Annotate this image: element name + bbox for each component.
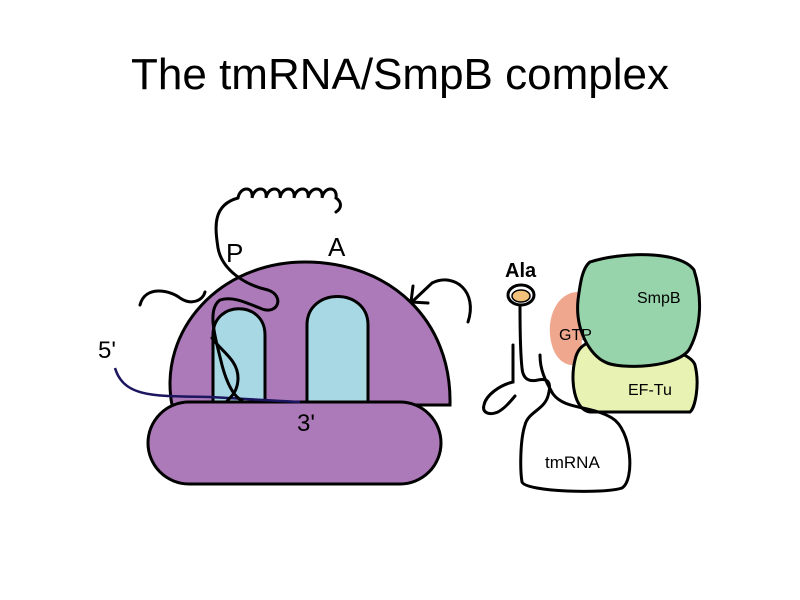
ribosome <box>113 260 452 486</box>
mrna-strand <box>113 367 301 404</box>
peptidyl-trna-strand <box>138 187 342 404</box>
arrow-curve <box>412 278 472 324</box>
tmrna-complex <box>482 253 702 493</box>
label-ef-tu: EF-Tu <box>628 382 672 399</box>
slide-title: The tmRNA/SmpB complex <box>131 50 669 99</box>
smpb-shape <box>576 253 702 368</box>
tmrna-strand <box>518 304 632 493</box>
arrowhead <box>409 284 430 305</box>
peptide-coil <box>236 187 342 214</box>
label-ala: Ala <box>505 260 537 282</box>
entry-arrow <box>409 278 472 324</box>
label-smpb: SmpB <box>637 290 681 307</box>
alanine-ball <box>511 289 531 303</box>
label-site-a: A <box>328 232 346 262</box>
ribosome-small-subunit <box>146 400 443 486</box>
label-gtp: GTP <box>559 327 592 344</box>
site-a-pocket <box>305 295 370 404</box>
label-5-prime: 5' <box>98 337 116 364</box>
label-tmrna: tmRNA <box>545 453 600 472</box>
label-site-p: P <box>226 238 243 268</box>
tmrna-strand-branch <box>482 343 517 416</box>
trna-inner-curve <box>210 336 240 404</box>
trna-backbone <box>211 196 280 402</box>
trna-loop-left <box>138 289 207 307</box>
label-3-prime: 3' <box>297 410 315 437</box>
